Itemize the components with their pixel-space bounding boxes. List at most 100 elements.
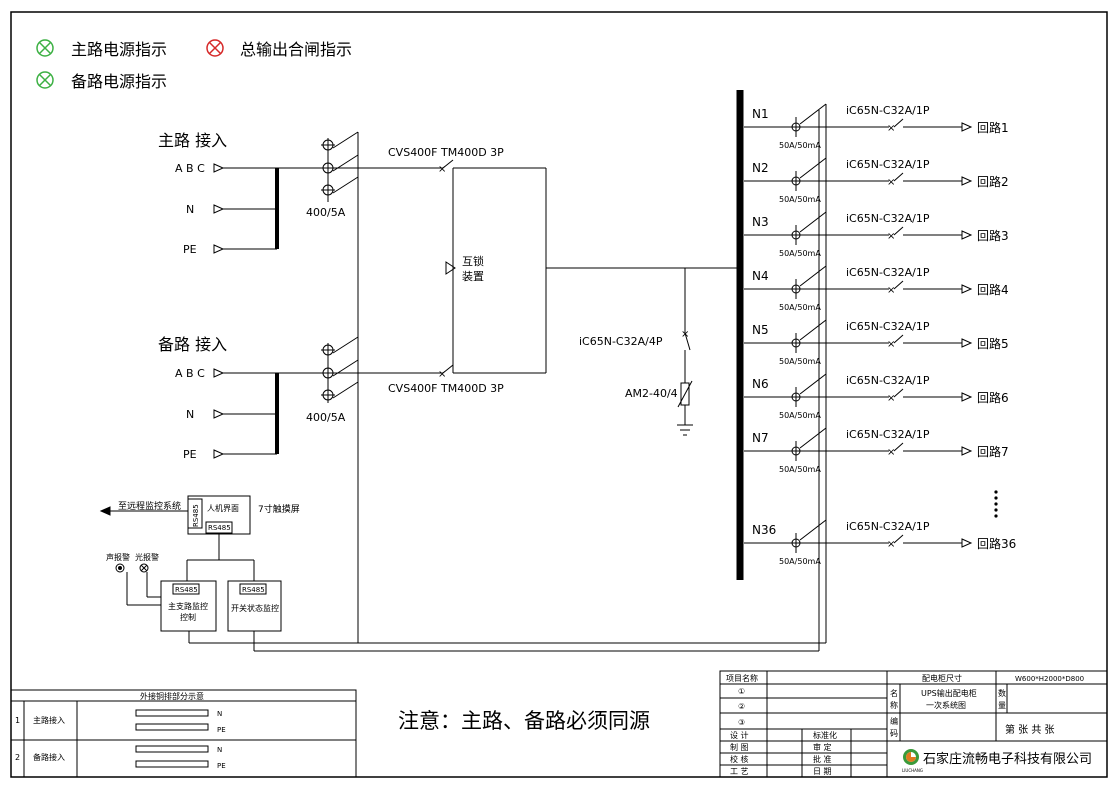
tb-code-2: 码 xyxy=(890,729,898,738)
svg-text:×: × xyxy=(887,285,895,296)
tb-check: 校 核 xyxy=(730,754,749,764)
spd-branch: × iC65N-C32A/4P AM2-40/4 xyxy=(579,268,693,436)
company-logo-text: LIUCHANG xyxy=(902,768,923,773)
continuation-dots xyxy=(994,490,998,518)
branch-breaker-label: iC65N-C32A/1P xyxy=(846,158,930,171)
branch-n-label: N5 xyxy=(752,323,769,337)
branch-breaker-label: iC65N-C32A/1P xyxy=(846,104,930,117)
drawing-frame xyxy=(10,11,1108,778)
branch-n-label: N36 xyxy=(752,523,776,537)
switch-monitor-rs485: RS485 xyxy=(242,586,265,594)
tb-standard: 标准化 xyxy=(813,730,837,740)
hmi-rs485: RS485 xyxy=(208,524,231,532)
output-arrow-icon xyxy=(961,230,973,240)
branch-breaker-label: iC65N-C32A/1P xyxy=(846,266,930,279)
terminal-arrow-icon xyxy=(213,449,225,459)
tb-qty-1: 数 xyxy=(998,688,1006,698)
branch-circuit-label: 回路5 xyxy=(977,336,1009,351)
copper-row2-label: 备路接入 xyxy=(33,752,65,762)
company-logo-icon: LIUCHANG xyxy=(902,749,923,773)
branch-n-label: N1 xyxy=(752,107,769,121)
main-monitor-label1: 主支路监控 xyxy=(168,601,208,611)
copper-row2-n: N xyxy=(217,746,222,754)
output-arrow-icon xyxy=(961,338,973,348)
tb-name-2: 称 xyxy=(890,700,898,710)
light-alarm-label: 光报警 xyxy=(135,552,159,562)
svg-text:×: × xyxy=(438,164,446,175)
tb-date: 日 期 xyxy=(813,767,832,776)
terminal-arrow-icon xyxy=(213,244,225,254)
tb-design: 设 计 xyxy=(730,730,749,740)
main-input: 主路 接入 A B C N PE 400/5A CVS400F TM400D 3… xyxy=(158,131,546,256)
interlock-line1: 互锁 xyxy=(462,254,484,268)
backup-input-title: 备路 接入 xyxy=(158,335,227,354)
green-indicator-icon xyxy=(36,39,54,57)
branch-circuit-label: 回路2 xyxy=(977,174,1009,189)
branch-rcd-label: 50A/50mA xyxy=(779,141,821,150)
branch-n-label: N2 xyxy=(752,161,769,175)
backup-pe-label: PE xyxy=(183,448,197,461)
copper-busbar-table: 外接铜排部分示意 1 主路接入 N PE 2 备路接入 N PE xyxy=(10,689,357,778)
spd-arrester-label: AM2-40/4 xyxy=(625,387,678,400)
main-input-title: 主路 接入 xyxy=(158,131,227,150)
output-arrow-icon xyxy=(961,538,973,548)
svg-text:×: × xyxy=(887,177,895,188)
backup-ct-label: 400/5A xyxy=(306,411,346,424)
tb-sheet: 第 张 共 张 xyxy=(1005,723,1055,736)
branch-rcd-label: 50A/50mA xyxy=(779,465,821,474)
same-source-note: 注意：主路、备路必须同源 xyxy=(398,709,650,733)
tb-approve: 批 准 xyxy=(813,754,832,764)
copper-row2-pe: PE xyxy=(217,762,226,770)
branch-rcd-label: 50A/50mA xyxy=(779,357,821,366)
legend: 主路电源指示 总输出合闸指示 备路电源指示 xyxy=(36,39,352,91)
switch-monitor-label: 开关状态监控 xyxy=(231,603,279,613)
tb-review: 审 定 xyxy=(813,742,832,752)
tb-name-1: 名 xyxy=(890,688,898,698)
copper-table-title: 外接铜排部分示意 xyxy=(140,691,204,701)
legend-backup-power: 备路电源指示 xyxy=(71,72,167,91)
branch-circuit-label: 回路4 xyxy=(977,282,1009,297)
tb-size-value: W600*H2000*D800 xyxy=(1015,675,1084,683)
svg-text:×: × xyxy=(438,369,446,380)
rcd-return-lines xyxy=(253,104,827,652)
branch-n-label: N6 xyxy=(752,377,769,391)
terminal-arrow-icon xyxy=(213,204,225,214)
branch-breaker-label: iC65N-C32A/1P xyxy=(846,428,930,441)
terminal-arrow-icon xyxy=(213,368,225,378)
company-name: 石家庄流畅电子科技有限公司 xyxy=(923,751,1092,767)
main-breaker-contact xyxy=(442,159,454,169)
branch-breaker-label: iC65N-C32A/1P xyxy=(846,374,930,387)
branch-n-label: N4 xyxy=(752,269,769,283)
backup-n-label: N xyxy=(186,408,194,421)
tb-c2: ② xyxy=(738,702,745,711)
tb-draw: 制 图 xyxy=(730,742,749,752)
remote-arrow-icon xyxy=(99,506,111,516)
title-block xyxy=(719,670,1108,778)
tb-cabinet-size: 配电柜尺寸 xyxy=(922,673,962,683)
branch-rcd-label: 50A/50mA xyxy=(779,249,821,258)
touch-screen-label: 7寸触摸屏 xyxy=(258,503,300,515)
light-alarm-icon xyxy=(139,563,149,573)
hmi-label: 人机界面 xyxy=(207,503,239,513)
interlock-device: 互锁 装置 xyxy=(445,168,740,373)
interlock-line2: 装置 xyxy=(462,270,484,283)
svg-text:×: × xyxy=(887,231,895,242)
svg-text:×: × xyxy=(887,539,895,550)
main-ct-label: 400/5A xyxy=(306,206,346,219)
remote-label: 至远程监控系统 xyxy=(118,500,181,512)
output-arrow-icon xyxy=(961,176,973,186)
sound-alarm-label: 声报警 xyxy=(106,552,130,562)
branch-n-label: N7 xyxy=(752,431,769,445)
tb-drawing-name-1: UPS输出配电柜 xyxy=(921,688,977,698)
branch-breaker-label: iC65N-C32A/1P xyxy=(846,520,930,533)
branch-circuit-label: 回路7 xyxy=(977,444,1009,459)
output-arrow-icon xyxy=(961,284,973,294)
main-pe-label: PE xyxy=(183,243,197,256)
